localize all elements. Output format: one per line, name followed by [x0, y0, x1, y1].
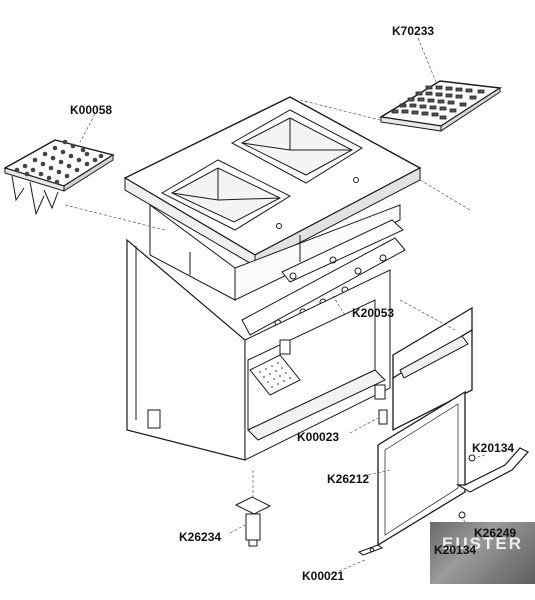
fryer-cabinet: [123, 96, 422, 461]
part-label-k00023: K00023: [297, 430, 340, 444]
leader-lines: [64, 37, 486, 576]
part-label-k26234: K26234: [179, 530, 222, 544]
drawer-front: [392, 306, 473, 432]
foot-k26234: [234, 496, 272, 547]
watermark-text: EUSTER: [442, 534, 523, 553]
part-label-k20134-lower: K20134: [434, 543, 477, 557]
part-label-k00058: K00058: [70, 103, 113, 117]
watermark: EUSTER: [430, 522, 535, 584]
part-label-k20053: K20053: [352, 306, 395, 320]
basket-support-k00058: [3, 139, 115, 216]
grate-k70233: [378, 80, 503, 132]
part-label-k26212: K26212: [327, 472, 370, 486]
handle-k20134: [455, 447, 529, 519]
part-label-k20134: K20134: [472, 441, 515, 455]
part-label-k00021: K00021: [302, 569, 345, 583]
hinge-pin-k00021: [357, 544, 384, 556]
door-panel-k26212: [377, 390, 466, 547]
part-label-k26249: K26249: [474, 526, 517, 540]
part-label-k70233: K70233: [392, 24, 435, 38]
